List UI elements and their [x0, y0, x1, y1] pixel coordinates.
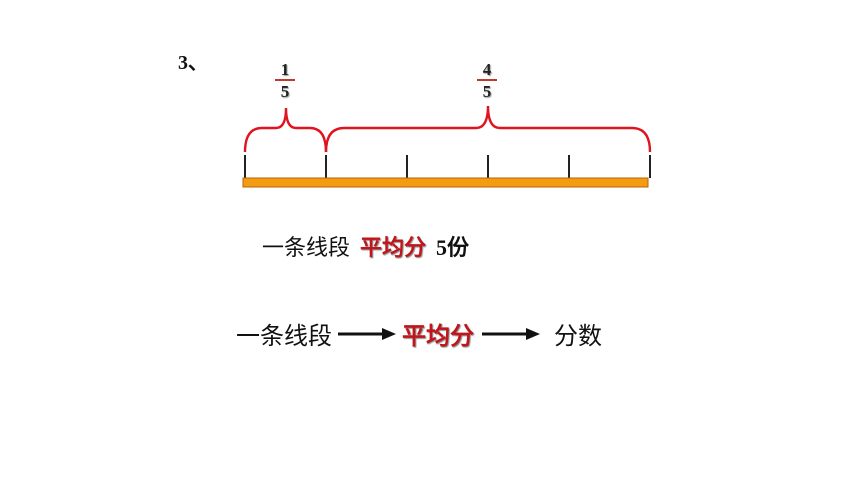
fraction-four-fifths: 4 5: [477, 61, 497, 100]
brace-one-part: [243, 107, 328, 153]
line-segment-bar: [242, 177, 649, 188]
sentence-divide-into-parts: 一条线段 平均分 5份: [262, 230, 469, 262]
tick-marks: [244, 155, 651, 178]
right-arrow-icon: [338, 327, 396, 340]
fraction-denominator: 5: [280, 82, 290, 101]
concept-flow: 一条线段 平均分 分数: [236, 316, 602, 351]
emphasis-text: 平均分: [360, 236, 427, 261]
fraction-numerator: 1: [280, 60, 290, 79]
fraction-bar: [477, 79, 497, 81]
flow-step-segment: 一条线段: [236, 322, 332, 350]
subject-text: 一条线段: [262, 236, 351, 261]
problem-number: 3、: [178, 52, 208, 74]
fraction-bar: [275, 79, 295, 81]
fraction-numerator: 4: [482, 60, 492, 79]
flow-step-fraction: 分数: [554, 322, 602, 350]
count-text: 5份: [436, 235, 470, 260]
brace-four-parts: [324, 105, 652, 153]
right-arrow-icon: [482, 327, 540, 340]
fraction-denominator: 5: [482, 82, 492, 101]
fraction-one-fifth: 1 5: [275, 61, 295, 100]
flow-step-divide: 平均分: [402, 322, 474, 350]
